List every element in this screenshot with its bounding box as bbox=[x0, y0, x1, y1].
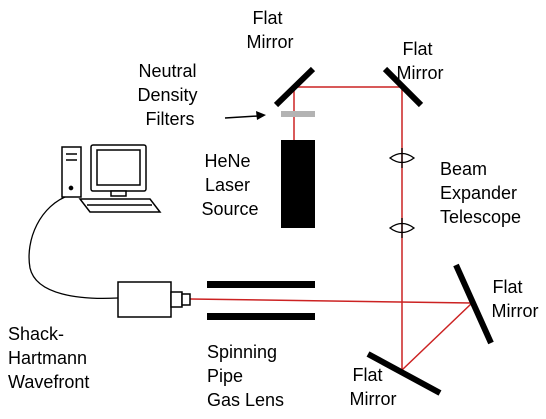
label-hene-laser-source: HeNe Laser Source bbox=[201, 151, 258, 219]
laser-beam-path bbox=[189, 86, 473, 371]
filter-pointer-arrow bbox=[224, 111, 266, 120]
neutral-density-filter bbox=[281, 111, 315, 117]
flat-mirror-top-left bbox=[273, 66, 316, 108]
beam-diagonal-to-right-mirror bbox=[401, 302, 473, 371]
beam-expander-lens-lower bbox=[388, 218, 416, 238]
computer-icon bbox=[61, 144, 162, 213]
label-beam-expander-telescope: Beam Expander Telescope bbox=[440, 159, 522, 227]
hene-laser-source bbox=[281, 140, 315, 228]
label-flat-mirror-right: Flat Mirror bbox=[492, 277, 539, 321]
beam-expander-lens-upper bbox=[388, 148, 416, 168]
flat-mirror-bottom bbox=[366, 351, 442, 396]
flat-mirror-top-right bbox=[382, 66, 424, 108]
sensor-cable bbox=[28, 194, 119, 300]
label-neutral-density-filters: Neutral Density Filters bbox=[137, 61, 202, 129]
beam-to-sensor bbox=[189, 298, 473, 304]
shack-hartmann-sensor bbox=[117, 281, 191, 318]
gas-lens-pipe-lower bbox=[207, 313, 315, 320]
label-flat-mirror-top-right: Flat Mirror bbox=[397, 39, 444, 83]
flat-mirror-right bbox=[453, 263, 494, 345]
label-flat-mirror-bottom: Flat Mirror bbox=[350, 365, 397, 409]
label-shack-hartmann-wavefront: Shack- Hartmann Wavefront bbox=[8, 324, 92, 392]
label-flat-mirror-top-left: Flat Mirror bbox=[247, 8, 294, 52]
gas-lens-pipe-upper bbox=[207, 281, 315, 288]
label-spinning-pipe-gas-lens: Spinning Pipe Gas Lens bbox=[207, 342, 284, 410]
